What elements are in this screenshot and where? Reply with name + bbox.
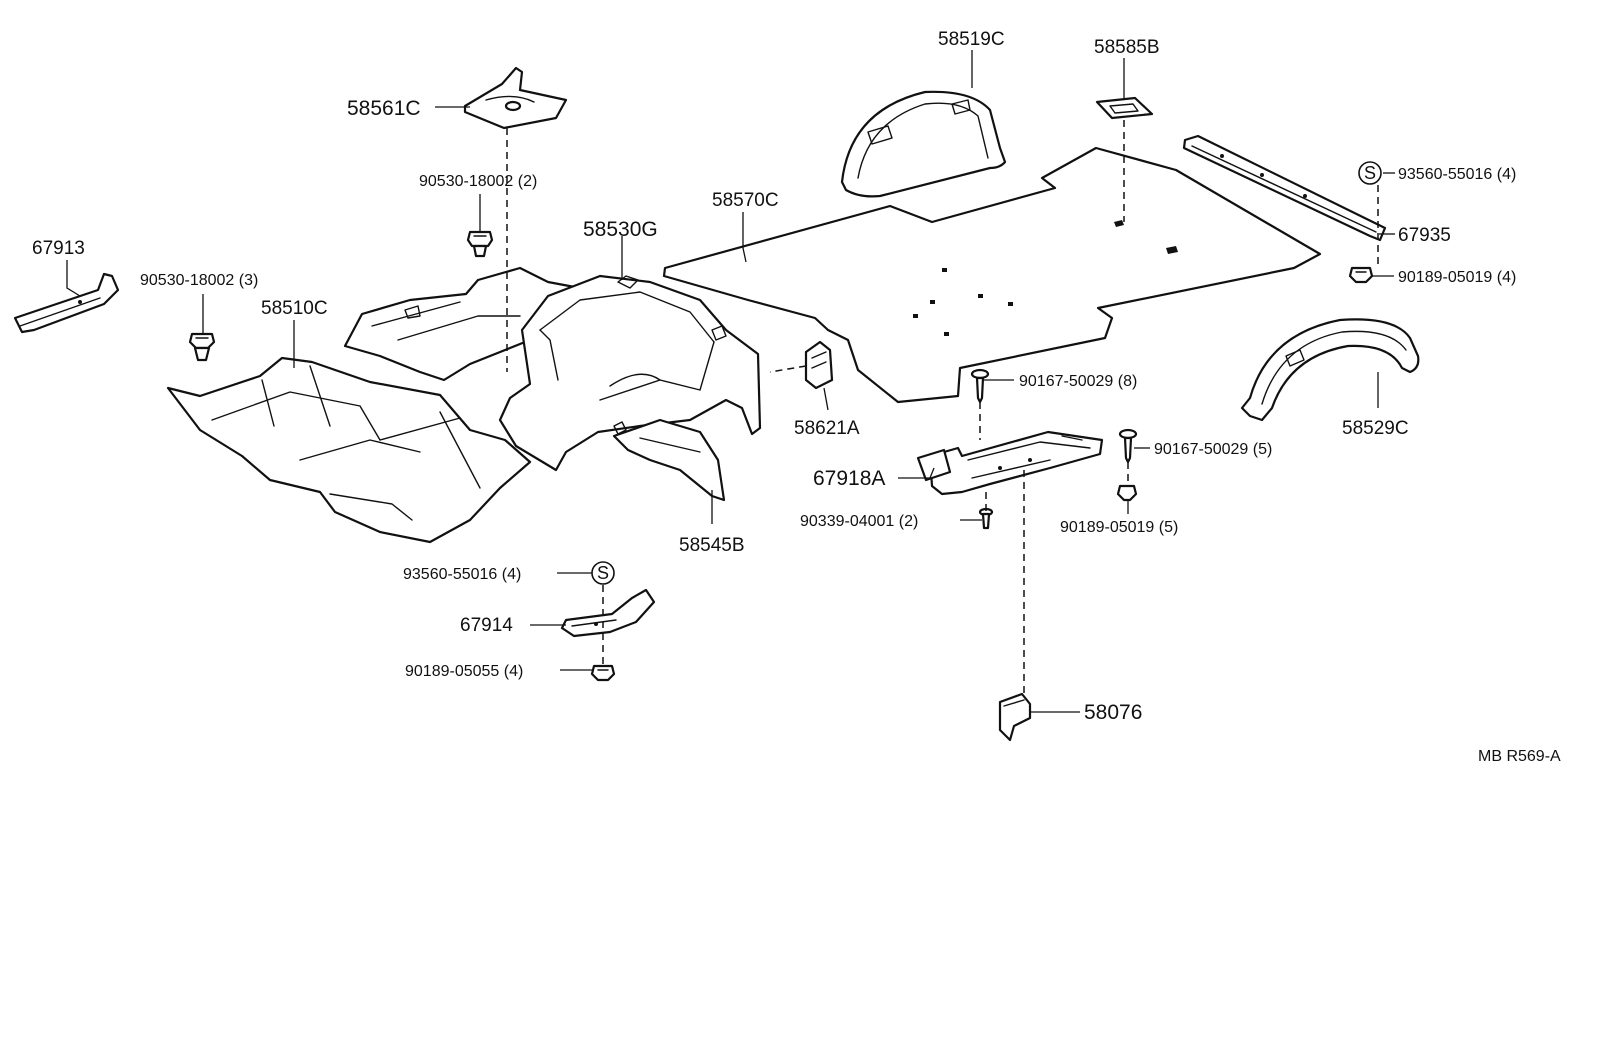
label-67935: 67935 — [1398, 225, 1451, 246]
s-marker-left: S — [591, 561, 615, 585]
label-58076: 58076 — [1084, 701, 1142, 724]
label-90189-05019-4: 90189-05019 (4) — [1398, 269, 1516, 286]
part-58585B-drawing — [1095, 96, 1154, 120]
svg-text:S: S — [597, 563, 609, 583]
clip-90189-05055-drawing — [590, 664, 616, 682]
part-58519C-drawing — [840, 90, 1007, 198]
label-58561C: 58561C — [347, 97, 421, 120]
label-58585B: 58585B — [1094, 37, 1160, 58]
assembly-lines — [506, 120, 1379, 694]
label-90530-18002-3: 90530-18002 (3) — [140, 272, 258, 289]
screw-90167-8-drawing — [970, 368, 990, 404]
part-center-silencer-drawing — [343, 266, 582, 382]
label-67913: 67913 — [32, 238, 85, 259]
part-labels: 58519C 58585B 58561C 90530-18002 (2) 585… — [32, 29, 1561, 765]
clip-90530-left-drawing — [188, 332, 216, 362]
svg-text:S: S — [1364, 163, 1376, 183]
label-90339-04001-2: 90339-04001 (2) — [800, 513, 918, 530]
part-58545B-drawing — [612, 418, 726, 502]
label-58529C: 58529C — [1342, 418, 1409, 439]
part-58510C-drawing — [166, 356, 532, 544]
label-58510C: 58510C — [261, 298, 328, 319]
label-90189-05019-5: 90189-05019 (5) — [1060, 519, 1178, 536]
label-58621A: 58621A — [794, 418, 860, 439]
screw-90167-5-drawing — [1118, 428, 1138, 464]
part-58570C-drawing — [662, 146, 1322, 404]
figure-code: MB R569-A — [1478, 748, 1561, 765]
part-67918A-drawing — [916, 430, 1104, 496]
label-90189-05055-4: 90189-05055 (4) — [405, 663, 523, 680]
label-58519C: 58519C — [938, 29, 1005, 50]
label-67914: 67914 — [460, 615, 513, 636]
part-58530G-drawing — [498, 274, 762, 472]
part-67935-drawing — [1182, 134, 1387, 242]
label-90167-50029-5: 90167-50029 (5) — [1154, 441, 1272, 458]
part-67913-drawing — [13, 272, 120, 334]
part-58621A-drawing — [804, 340, 834, 390]
screw-90339-drawing — [978, 507, 994, 530]
clip-90189-5-drawing — [1116, 484, 1138, 502]
label-58530G: 58530G — [583, 218, 658, 241]
s-marker-right: S — [1358, 161, 1382, 185]
clip-90189-right-drawing — [1348, 266, 1374, 284]
label-90530-18002-2: 90530-18002 (2) — [419, 173, 537, 190]
label-58545B: 58545B — [679, 535, 745, 556]
part-58529C-drawing — [1240, 318, 1420, 422]
part-58076-drawing — [998, 692, 1032, 742]
label-90167-50029-8: 90167-50029 (8) — [1019, 373, 1137, 390]
leader-lines — [66, 50, 1395, 713]
part-67914-drawing — [560, 588, 656, 638]
label-58570C: 58570C — [712, 190, 779, 211]
label-93560-55016-4-left: 93560-55016 (4) — [403, 566, 521, 583]
part-58561C-drawing — [463, 66, 568, 130]
label-67918A: 67918A — [813, 467, 885, 490]
label-93560-55016-4-right: 93560-55016 (4) — [1398, 166, 1516, 183]
clip-90530-upper-drawing — [466, 230, 494, 258]
